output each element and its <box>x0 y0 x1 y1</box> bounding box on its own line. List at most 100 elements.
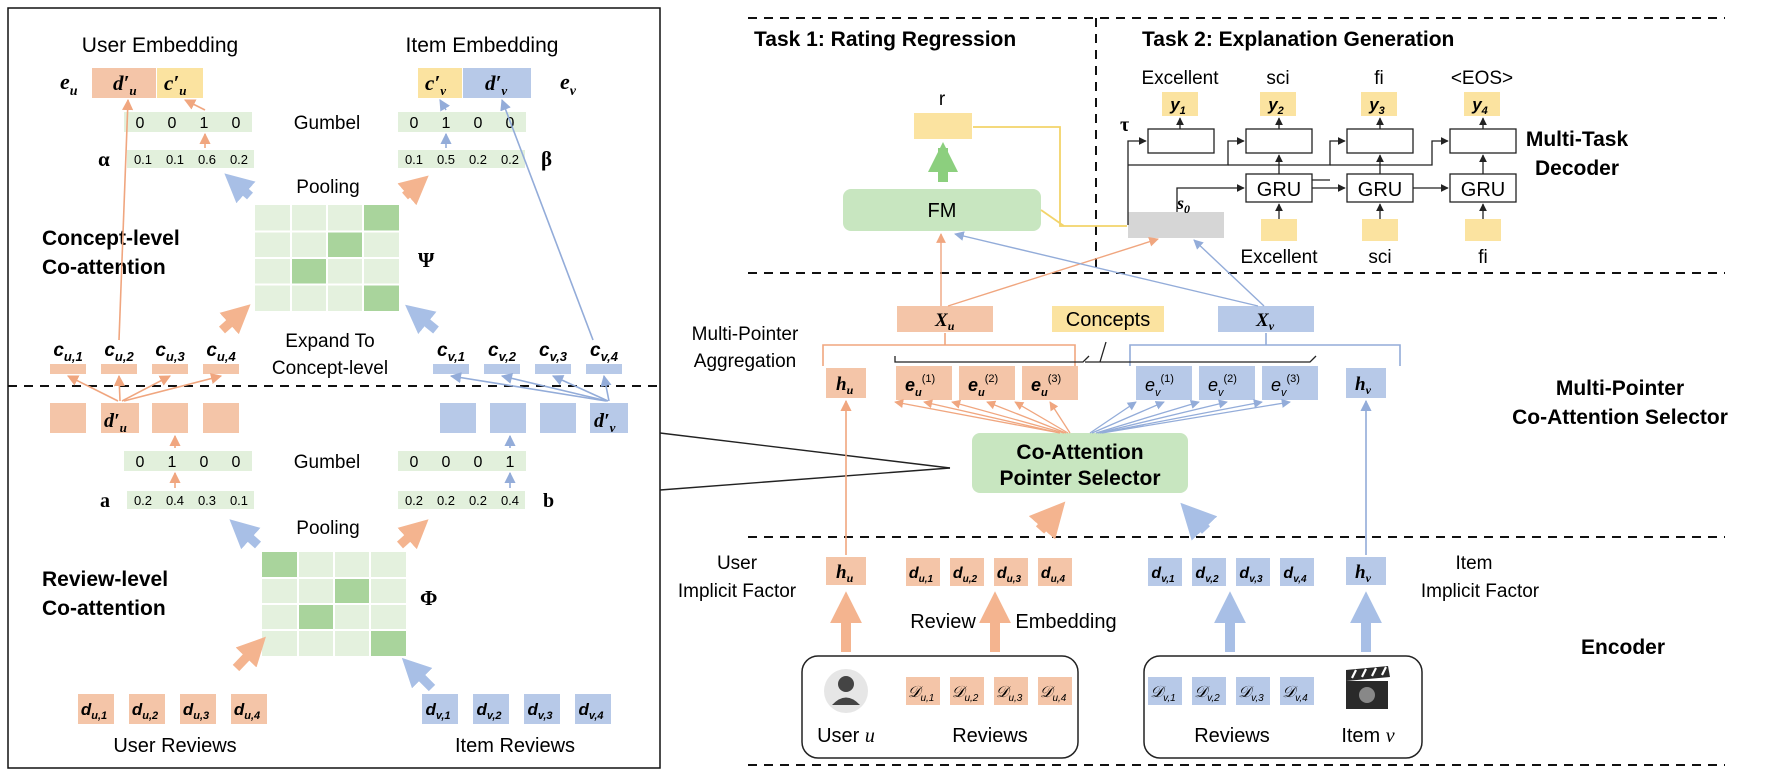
xu-outputs <box>936 233 1159 307</box>
coattention-line-1: Co-Attention <box>1016 441 1143 464</box>
concept-coattention-title-1: Concept-level <box>42 227 180 250</box>
review-selection-row <box>50 403 628 433</box>
item-embedding-label: Item Embedding <box>406 34 559 57</box>
coattention-line-2: Pointer Selector <box>999 467 1160 490</box>
beta-value-1: 0.5 <box>437 152 455 167</box>
concepts-box <box>1052 306 1164 332</box>
d-u-prime-text: d′u <box>113 71 137 98</box>
rating-r-label: r <box>939 89 946 110</box>
a-strip <box>127 491 254 509</box>
gumbel-user-bottom-1: 1 <box>168 454 177 471</box>
rating-output-box <box>914 113 972 139</box>
user-reviews-caption: Reviews <box>952 725 1028 747</box>
d-v-prime-box <box>463 68 531 98</box>
e-v-label: ev <box>560 69 577 99</box>
projection-boxes <box>1147 128 1517 154</box>
coattention-pointer-selector <box>972 433 1188 493</box>
beta-value-0: 0.1 <box>405 152 423 167</box>
h-u-box-enc <box>826 557 866 585</box>
decoder-output-0: Excellent <box>1141 68 1219 89</box>
c-u-4-label: cu,4 <box>206 340 236 364</box>
gumbel-user-top-3: 0 <box>232 115 241 132</box>
multi-pointer-aggregation-2: Aggregation <box>694 351 796 372</box>
d-v-4-label: dv,4 <box>578 700 603 722</box>
enc-d-u-3: du,3 <box>997 565 1022 585</box>
item-reviews-label: Item Reviews <box>455 735 575 757</box>
user-caption: User u <box>817 725 875 747</box>
review-coattention-title-1: Review-level <box>42 568 168 591</box>
psi-symbol: Ψ <box>418 248 435 272</box>
x-v-box <box>1218 306 1314 332</box>
D-v-2: 𝒟v,2 <box>1194 684 1220 704</box>
D-u-3: 𝒟u,3 <box>996 684 1023 704</box>
d-v-prime-text: d′v <box>485 71 507 98</box>
user-review-boxes <box>78 694 267 724</box>
c-u-2-label: cu,2 <box>104 340 134 364</box>
user-icon <box>824 669 868 713</box>
b-value-0: 0.2 <box>405 493 423 508</box>
zoom-connector <box>659 432 951 491</box>
gumbel-user-top-1: 0 <box>168 115 177 132</box>
gumbel-item-top-2: 0 <box>474 115 483 132</box>
s0-state-box <box>1128 212 1224 238</box>
task2-title: Task 2: Explanation Generation <box>1142 28 1454 51</box>
D-v-1: 𝒟v,1 <box>1150 684 1175 704</box>
e-u-1-label: eu(1) <box>905 373 935 399</box>
left-fat-orange-arrows <box>218 175 429 672</box>
decoder-wiring <box>1127 117 1487 225</box>
y3-label: y3 <box>1368 95 1385 117</box>
gumbel-user-bottom-0: 0 <box>136 454 145 471</box>
D-u-2: 𝒟u,2 <box>952 684 979 704</box>
enc-d-v-2: dv,2 <box>1195 565 1219 585</box>
clapperboard-icon <box>1346 666 1390 709</box>
c-v-2-label: cv,2 <box>488 340 517 364</box>
user-doc-boxes <box>906 677 1072 705</box>
alpha-strip <box>127 150 254 168</box>
selector-title-2: Co-Attention Selector <box>1512 406 1728 429</box>
rating-to-s0-line <box>973 126 1127 227</box>
multi-task-decoder-2: Decoder <box>1535 157 1619 180</box>
c-u-3-label: cu,3 <box>155 340 185 364</box>
concepts-label: Concepts <box>1066 309 1151 331</box>
D-u-4: 𝒟u,4 <box>1040 684 1067 704</box>
d-v-2-label: dv,2 <box>476 700 501 722</box>
encoder-to-selector-orange <box>1028 501 1066 540</box>
y2-label: y2 <box>1267 95 1284 117</box>
h-u-label-agg: hu <box>836 374 854 397</box>
c-u-prime-text: c′u <box>164 71 186 98</box>
d-u-2-label: du,2 <box>132 700 158 722</box>
section-dividers <box>748 17 1725 766</box>
b-value-3: 0.4 <box>501 493 519 508</box>
d-u-3-label: du,3 <box>183 700 209 722</box>
h-u-box-agg <box>826 368 866 398</box>
c-u-prime-box <box>157 68 203 98</box>
enc-d-v-1: dv,1 <box>1151 565 1175 585</box>
fm-label: FM <box>928 200 957 222</box>
decoder-input-boxes <box>1261 219 1501 241</box>
gru-cells <box>1245 173 1517 203</box>
e-v-2-label: ev(2) <box>1208 373 1237 399</box>
encoder-to-selector-blue <box>1180 502 1218 541</box>
c-u-1-label: cu,1 <box>53 340 82 364</box>
h-v-box-agg <box>1346 368 1386 398</box>
gumbel-user-top-2: 1 <box>200 115 209 132</box>
a-value-2: 0.3 <box>198 493 216 508</box>
a-symbol: a <box>100 490 110 512</box>
left-panel-frame <box>7 7 661 769</box>
item-reviews-caption: Reviews <box>1194 725 1270 747</box>
alpha-symbol: α <box>98 147 110 171</box>
psi-matrix <box>255 205 399 311</box>
left-fat-blue-arrows <box>224 173 439 692</box>
multi-pointer-aggregation-1: Multi-Pointer <box>692 324 799 345</box>
x-u-label: Xu <box>934 310 955 333</box>
enc-d-v-3: dv,3 <box>1239 565 1263 585</box>
beta-strip <box>398 150 525 168</box>
selector-to-eu-arrows <box>894 399 1071 434</box>
D-v-3: 𝒟v,3 <box>1238 684 1264 704</box>
alpha-value-3: 0.2 <box>230 152 248 167</box>
x-v-label: Xv <box>1255 310 1275 333</box>
h-u-label-enc: hu <box>836 562 854 585</box>
d-u-1-label: du,1 <box>81 700 107 722</box>
b-value-1: 0.2 <box>437 493 455 508</box>
